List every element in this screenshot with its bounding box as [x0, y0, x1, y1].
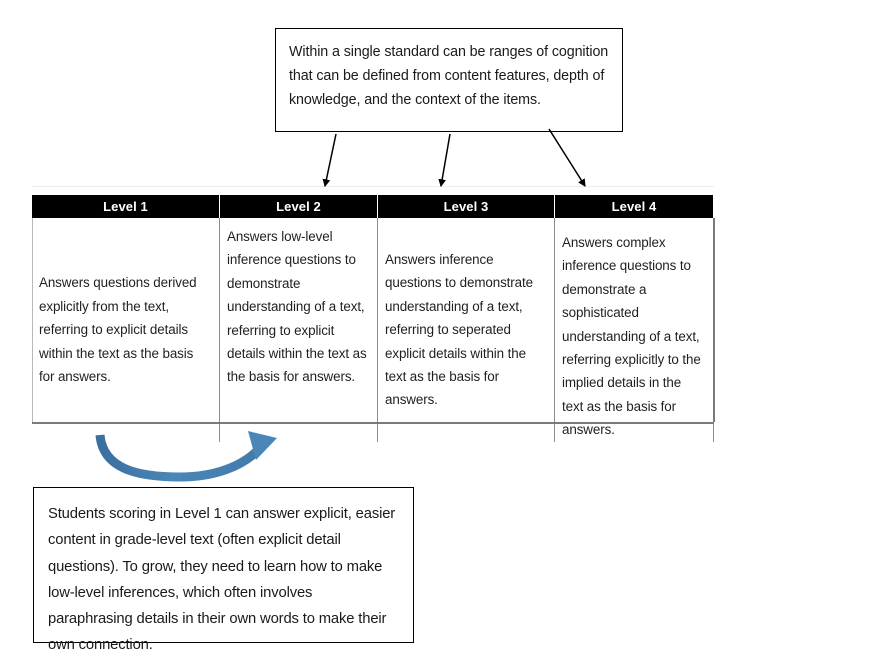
- table-cell-level-1: Answers questions derived explicitly fro…: [32, 218, 220, 442]
- table-cell-level-2: Answers low-level inference questions to…: [220, 218, 378, 442]
- table-header-level-1: Level 1: [32, 195, 220, 218]
- table-header-level-4: Level 4: [555, 195, 714, 218]
- arrow-to-level-4: [548, 128, 586, 187]
- arrow-to-level-2: [322, 133, 337, 188]
- table-header-level-2: Level 2: [220, 195, 378, 218]
- table-right-rule: [713, 218, 715, 422]
- callout-box-bottom: Students scoring in Level 1 can answer e…: [33, 487, 414, 653]
- table-bottom-rule: [32, 422, 714, 424]
- cell-text: Answers questions derived explicitly fro…: [39, 275, 197, 384]
- arrow-to-level-3: [438, 133, 451, 188]
- header-label: Level 4: [611, 199, 657, 214]
- cell-text: Answers low-level inference questions to…: [227, 229, 367, 385]
- table-grid: Level 1 Level 2 Level 3 Level 4 Answers …: [32, 195, 714, 442]
- table-cell-level-3: Answers inference questions to demonstra…: [378, 218, 555, 442]
- callout-bottom-text: Students scoring in Level 1 can answer e…: [48, 506, 396, 654]
- cell-text: Answers complex inference questions to d…: [562, 235, 701, 438]
- table-left-rule: [32, 218, 33, 422]
- header-label: Level 1: [103, 199, 148, 214]
- levels-table: Level 1 Level 2 Level 3 Level 4 Answers …: [32, 186, 715, 442]
- table-cell-level-4: Answers complex inference questions to d…: [555, 218, 714, 442]
- callout-box-top: Within a single standard can be ranges o…: [275, 28, 623, 132]
- callout-top-text: Within a single standard can be ranges o…: [289, 44, 609, 108]
- header-label: Level 2: [276, 199, 321, 214]
- header-label: Level 3: [443, 199, 489, 214]
- table-header-level-3: Level 3: [378, 195, 555, 218]
- table-top-rule: [32, 186, 714, 187]
- cell-text: Answers inference questions to demonstra…: [385, 252, 533, 408]
